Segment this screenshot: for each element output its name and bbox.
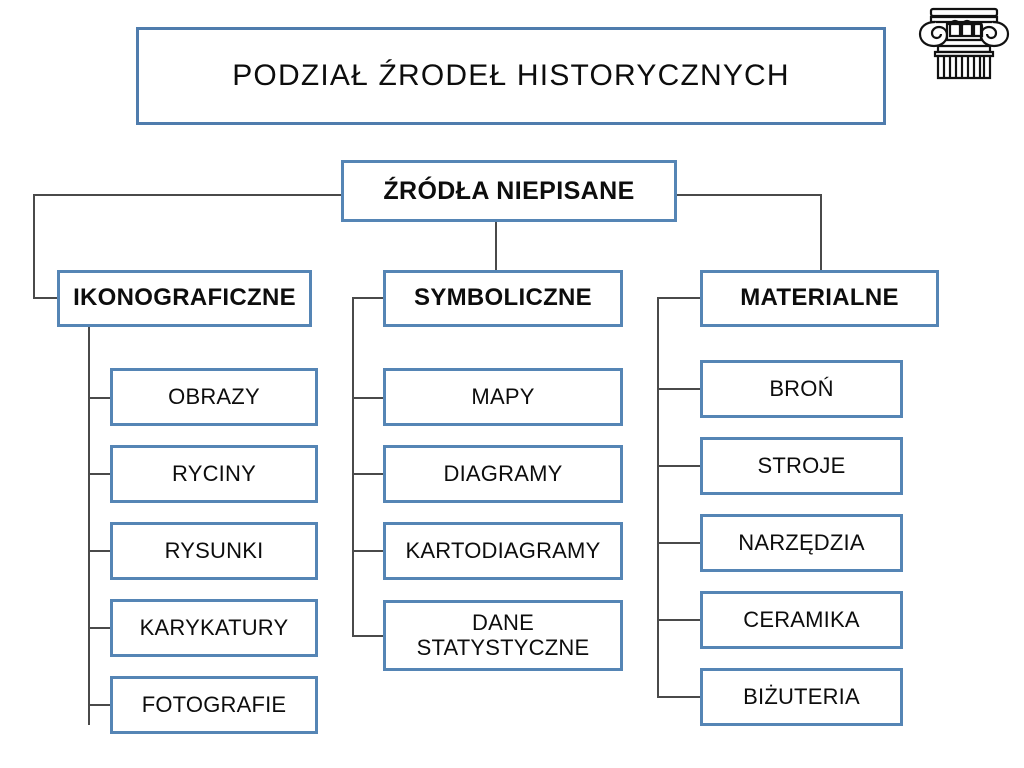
connector-root-right-horizontal	[675, 194, 822, 196]
node-category-ikonograficzne-label: IKONOGRAFICZNE	[73, 284, 296, 312]
connector-stub-fotografie	[88, 704, 112, 706]
connector-stub-karykatury	[88, 627, 112, 629]
connector-ikonograficzne-stub	[33, 297, 59, 299]
connector-stub-bizuteria	[657, 696, 702, 698]
node-leaf-diagramy[interactable]: DIAGRAMY	[383, 445, 623, 503]
node-leaf-dane-statystyczne[interactable]: DANE STATYSTYCZNE	[383, 600, 623, 671]
connector-root-left-vertical	[33, 194, 35, 298]
connector-stub-rysunki	[88, 550, 112, 552]
node-category-symboliczne[interactable]: SYMBOLICZNE	[383, 270, 623, 327]
page-title-text: PODZIAŁ ŹRODEŁ HISTORYCZNYCH	[232, 59, 790, 93]
connector-root-left-horizontal	[33, 194, 343, 196]
connector-stub-bron	[657, 388, 702, 390]
connector-spine-symboliczne	[352, 297, 354, 636]
node-leaf-ryciny-label: RYCINY	[172, 460, 256, 486]
node-leaf-fotografie[interactable]: FOTOGRAFIE	[110, 676, 318, 734]
connector-stub-kartodiagramy	[352, 550, 385, 552]
connector-root-right-vertical	[820, 194, 822, 272]
connector-stub-ryciny	[88, 473, 112, 475]
node-leaf-bizuteria[interactable]: BIŻUTERIA	[700, 668, 903, 726]
connector-symboliczne-stub	[352, 297, 385, 299]
node-leaf-ryciny[interactable]: RYCINY	[110, 445, 318, 503]
connector-stub-obrazy	[88, 397, 112, 399]
node-leaf-dane-statystyczne-label: DANE STATYSTYCZNE	[416, 609, 590, 660]
connector-stub-ceramika	[657, 619, 702, 621]
node-leaf-bizuteria-label: BIŻUTERIA	[743, 683, 860, 709]
node-leaf-diagramy-label: DIAGRAMY	[443, 460, 563, 486]
connector-stub-dane-statystyczne	[352, 635, 385, 637]
node-category-materialne[interactable]: MATERIALNE	[700, 270, 939, 327]
node-leaf-stroje[interactable]: STROJE	[700, 437, 903, 495]
connector-materialne-stub	[657, 297, 702, 299]
node-leaf-mapy[interactable]: MAPY	[383, 368, 623, 426]
node-category-materialne-label: MATERIALNE	[740, 284, 899, 312]
node-leaf-rysunki[interactable]: RYSUNKI	[110, 522, 318, 580]
node-root-label: ŹRÓDŁA NIEPISANE	[383, 177, 635, 205]
node-leaf-mapy-label: MAPY	[471, 383, 535, 409]
node-category-symboliczne-label: SYMBOLICZNE	[414, 284, 592, 312]
connector-stub-narzedzia	[657, 542, 702, 544]
node-leaf-ceramika[interactable]: CERAMIKA	[700, 591, 903, 649]
connector-spine-ikonograficzne	[88, 327, 90, 725]
page-title: PODZIAŁ ŹRODEŁ HISTORYCZNYCH	[136, 27, 886, 125]
node-leaf-narzedzia-label: NARZĘDZIA	[738, 529, 865, 555]
node-leaf-kartodiagramy[interactable]: KARTODIAGRAMY	[383, 522, 623, 580]
connector-root-middle-vertical	[495, 222, 497, 272]
node-leaf-kartodiagramy-label: KARTODIAGRAMY	[405, 537, 601, 563]
connector-stub-mapy	[352, 397, 385, 399]
node-leaf-fotografie-label: FOTOGRAFIE	[141, 691, 287, 717]
connector-stub-diagramy	[352, 473, 385, 475]
node-leaf-karykatury-label: KARYKATURY	[139, 614, 289, 640]
node-leaf-obrazy[interactable]: OBRAZY	[110, 368, 318, 426]
node-leaf-rysunki-label: RYSUNKI	[164, 537, 264, 563]
connector-stub-stroje	[657, 465, 702, 467]
node-leaf-bron[interactable]: BROŃ	[700, 360, 903, 418]
node-leaf-karykatury[interactable]: KARYKATURY	[110, 599, 318, 657]
connector-spine-materialne	[657, 297, 659, 697]
node-root[interactable]: ŹRÓDŁA NIEPISANE	[341, 160, 677, 222]
node-category-ikonograficzne[interactable]: IKONOGRAFICZNE	[57, 270, 312, 327]
node-leaf-narzedzia[interactable]: NARZĘDZIA	[700, 514, 903, 572]
ionic-column-capital-icon	[914, 4, 1014, 82]
node-leaf-ceramika-label: CERAMIKA	[743, 606, 860, 632]
node-leaf-obrazy-label: OBRAZY	[168, 383, 260, 409]
node-leaf-bron-label: BROŃ	[769, 375, 834, 401]
node-leaf-stroje-label: STROJE	[757, 452, 846, 478]
